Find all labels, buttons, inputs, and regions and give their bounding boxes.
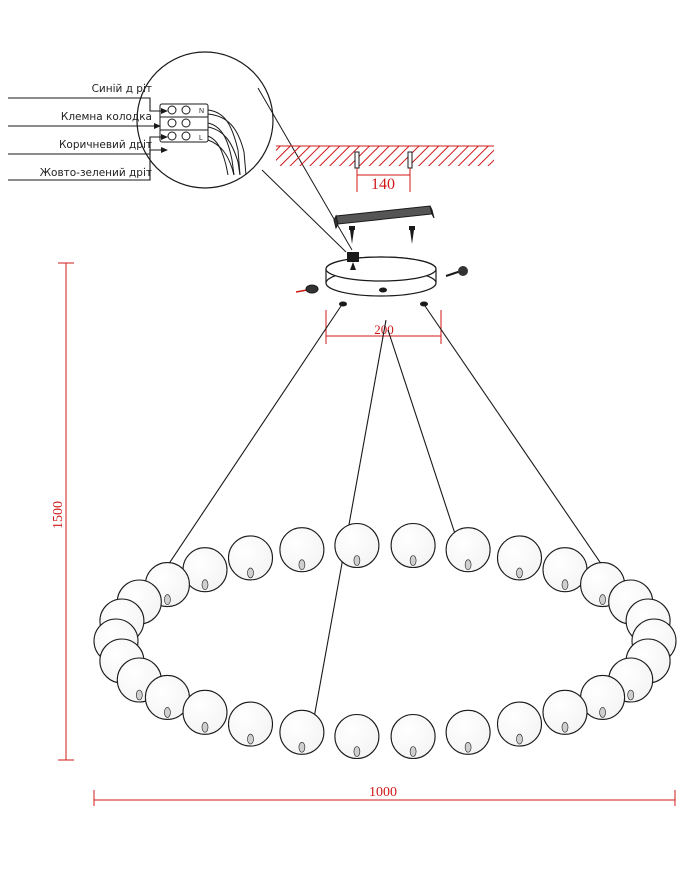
screw-icon [295, 266, 468, 294]
bead-collar [409, 555, 417, 566]
bead-collar [627, 689, 635, 701]
dim-height: 1500 [51, 501, 66, 529]
label-brown-wire: Коричневий дріт [59, 139, 152, 151]
bead-collar [353, 555, 361, 566]
detail-wires [207, 109, 247, 176]
dim-mount-plate: 140 [371, 176, 395, 193]
bead-collar [353, 746, 361, 757]
bead-ring [93, 522, 677, 760]
bead-collar [201, 579, 209, 591]
zoom-line [261, 169, 347, 253]
bead-collar [516, 733, 523, 745]
bead-collar [464, 741, 472, 753]
glass-bead [542, 689, 588, 735]
canopy-holes [339, 287, 428, 307]
bead-collar [516, 567, 523, 579]
wiring-detail: N L Синій д ріт Клемна колодка Кор [8, 51, 353, 253]
screw-icon [349, 226, 415, 244]
bead-collar [599, 707, 606, 718]
bead-collar [298, 559, 306, 571]
glass-bead [496, 535, 543, 581]
leader-earth [8, 149, 165, 181]
bead-collar [201, 721, 209, 733]
glass-bead [279, 527, 325, 573]
bead-collar [164, 707, 171, 718]
glass-bead [390, 713, 436, 760]
width-dimension [93, 790, 676, 806]
glass-bead [227, 701, 274, 747]
leader-blue [8, 97, 165, 112]
zoom-line [257, 87, 353, 251]
bead-collar [464, 559, 472, 571]
mounting-bracket [333, 205, 435, 230]
glass-bead [227, 535, 274, 581]
canopy-connector [347, 252, 359, 270]
mount-plate-dimension [356, 168, 411, 192]
bead-collar [247, 733, 254, 745]
terminal-block-icon: N L [159, 103, 209, 143]
glass-bead [334, 522, 380, 569]
glass-bead [496, 701, 543, 747]
label-earth-wire: Жовто-зелений дріт [40, 167, 152, 179]
ceiling-hatch [276, 145, 494, 166]
height-dimension [58, 262, 74, 761]
bead-collar [298, 741, 306, 753]
bead-collar [561, 721, 569, 733]
glass-bead [279, 709, 325, 755]
suspension-cables [125, 305, 646, 719]
glass-bead [334, 713, 380, 760]
bead-collar [561, 579, 569, 591]
bead-collar [599, 594, 606, 605]
bead-collar [136, 689, 143, 701]
leader-brown [8, 136, 165, 155]
glass-bead [445, 527, 491, 573]
svg-text:N: N [199, 108, 204, 115]
bead-collar [247, 567, 254, 579]
bead-collar [164, 594, 171, 605]
glass-bead [445, 709, 491, 755]
bead-collar [409, 746, 417, 757]
glass-bead [182, 689, 228, 735]
glass-bead [390, 522, 436, 569]
svg-text:L: L [199, 135, 203, 142]
label-terminal-block: Клемна колодка [61, 111, 152, 123]
dim-diameter: 1000 [369, 785, 397, 800]
label-blue-wire: Синій д ріт [92, 83, 152, 95]
